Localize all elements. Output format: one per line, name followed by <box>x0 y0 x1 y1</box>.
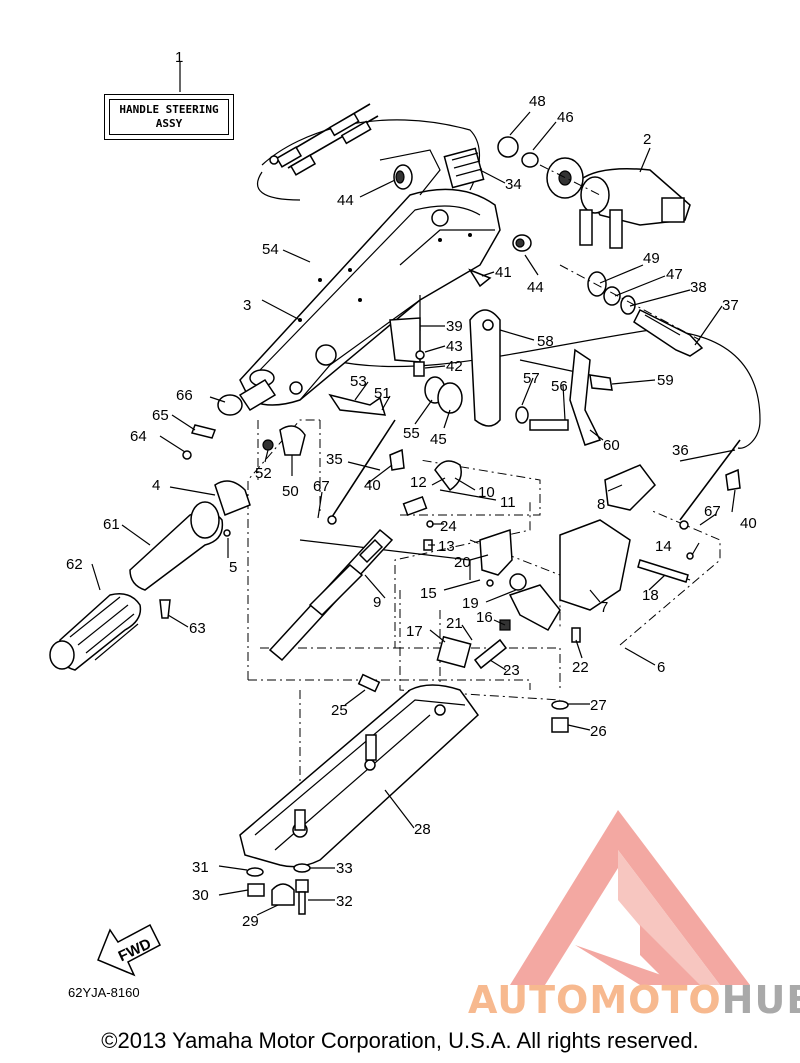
callout-62: 62 <box>66 556 83 573</box>
callout-61: 61 <box>103 516 120 533</box>
callout-4: 4 <box>152 477 160 494</box>
callout-10: 10 <box>478 484 495 501</box>
callout-31: 31 <box>192 859 209 876</box>
callout-35: 35 <box>326 451 343 468</box>
callout-41: 41 <box>495 264 512 281</box>
steering-bracket <box>239 188 501 406</box>
callout-32: 32 <box>336 893 353 910</box>
callout-5: 5 <box>229 559 237 576</box>
callout-54: 54 <box>262 241 279 258</box>
callout-46: 46 <box>557 109 574 126</box>
callout-40b: 40 <box>740 515 757 532</box>
callout-55: 55 <box>403 425 420 442</box>
callout-27: 27 <box>590 697 607 714</box>
callout-23: 23 <box>503 662 520 679</box>
callout-59: 59 <box>657 372 674 389</box>
callout-labels: 1 2 3 4 5 6 7 8 9 10 11 12 13 14 15 16 1… <box>66 49 757 930</box>
callout-29: 29 <box>242 913 259 930</box>
callout-24: 24 <box>440 518 457 535</box>
callout-3: 3 <box>243 297 251 314</box>
callout-21: 21 <box>446 615 463 632</box>
fwd-arrow-icon: FWD <box>97 923 161 977</box>
grommet-and-bushings <box>379 147 532 252</box>
callout-40a: 40 <box>364 477 381 494</box>
callout-13: 13 <box>438 538 455 555</box>
callout-60: 60 <box>603 437 620 454</box>
callout-57: 57 <box>523 370 540 387</box>
callout-28: 28 <box>414 821 431 838</box>
callout-18: 18 <box>642 587 659 604</box>
callout-49: 49 <box>643 250 660 267</box>
shift-lever <box>424 309 613 446</box>
callout-37: 37 <box>722 297 739 314</box>
watermark-part2: HUB <box>721 978 800 1022</box>
callout-42: 42 <box>446 358 463 375</box>
callout-56: 56 <box>551 378 568 395</box>
title-line-1: HANDLE STEERING <box>119 103 219 116</box>
callout-34: 34 <box>505 176 522 193</box>
callout-12: 12 <box>410 474 427 491</box>
callout-7: 7 <box>600 599 608 616</box>
callout-38: 38 <box>690 279 707 296</box>
catalog-code: 62YJA-8160 <box>68 985 140 1000</box>
watermark-part1: AUTOMOTO <box>468 978 722 1022</box>
callout-48: 48 <box>529 93 546 110</box>
callout-14: 14 <box>655 538 672 555</box>
callout-53: 53 <box>350 373 367 390</box>
callout-63: 63 <box>189 620 206 637</box>
pivot-bracket <box>389 268 492 377</box>
callout-52: 52 <box>255 465 272 482</box>
callout-58: 58 <box>537 333 554 350</box>
callout-66: 66 <box>176 387 193 404</box>
callout-44b: 44 <box>527 279 544 296</box>
callout-20: 20 <box>454 554 471 571</box>
callout-33: 33 <box>336 860 353 877</box>
callout-43: 43 <box>446 338 463 355</box>
callout-9: 9 <box>373 594 381 611</box>
title-box: HANDLE STEERING ASSY <box>104 94 234 140</box>
leader-lines <box>91 62 736 916</box>
shift-mechanism <box>423 460 694 670</box>
callout-65: 65 <box>152 407 169 424</box>
callout-2: 2 <box>643 131 651 148</box>
callout-19: 19 <box>462 595 479 612</box>
callout-30: 30 <box>192 887 209 904</box>
callout-67a: 67 <box>313 478 330 495</box>
tiller-handle <box>49 378 387 671</box>
callout-36: 36 <box>672 442 689 459</box>
callout-50: 50 <box>282 483 299 500</box>
callout-67b: 67 <box>704 503 721 520</box>
title-line-2: ASSY <box>155 117 183 130</box>
throttle-shaft <box>268 419 741 662</box>
callout-11: 11 <box>500 494 516 511</box>
upper-bracket <box>497 136 691 249</box>
callout-45: 45 <box>430 431 447 448</box>
watermark-brand: AUTOMOTOHUB <box>468 978 800 1022</box>
cable-assembly <box>269 103 379 176</box>
callout-15: 15 <box>420 585 437 602</box>
callout-39: 39 <box>446 318 463 335</box>
callout-25: 25 <box>331 702 348 719</box>
copyright-notice: ©2013 Yamaha Motor Corporation, U.S.A. A… <box>101 1028 699 1053</box>
washers-and-bolt <box>559 264 704 357</box>
callout-16: 16 <box>476 609 493 626</box>
callout-44a: 44 <box>337 192 354 209</box>
callout-26: 26 <box>590 723 607 740</box>
callout-1: 1 <box>175 49 183 66</box>
callout-64: 64 <box>130 428 147 445</box>
callout-8: 8 <box>597 496 605 513</box>
callout-51: 51 <box>374 385 391 402</box>
base-plate <box>239 673 569 915</box>
watermark-logo <box>510 810 750 985</box>
callout-22: 22 <box>572 659 589 676</box>
callout-47: 47 <box>666 266 683 283</box>
callout-17: 17 <box>406 623 423 640</box>
callout-6: 6 <box>657 659 665 676</box>
